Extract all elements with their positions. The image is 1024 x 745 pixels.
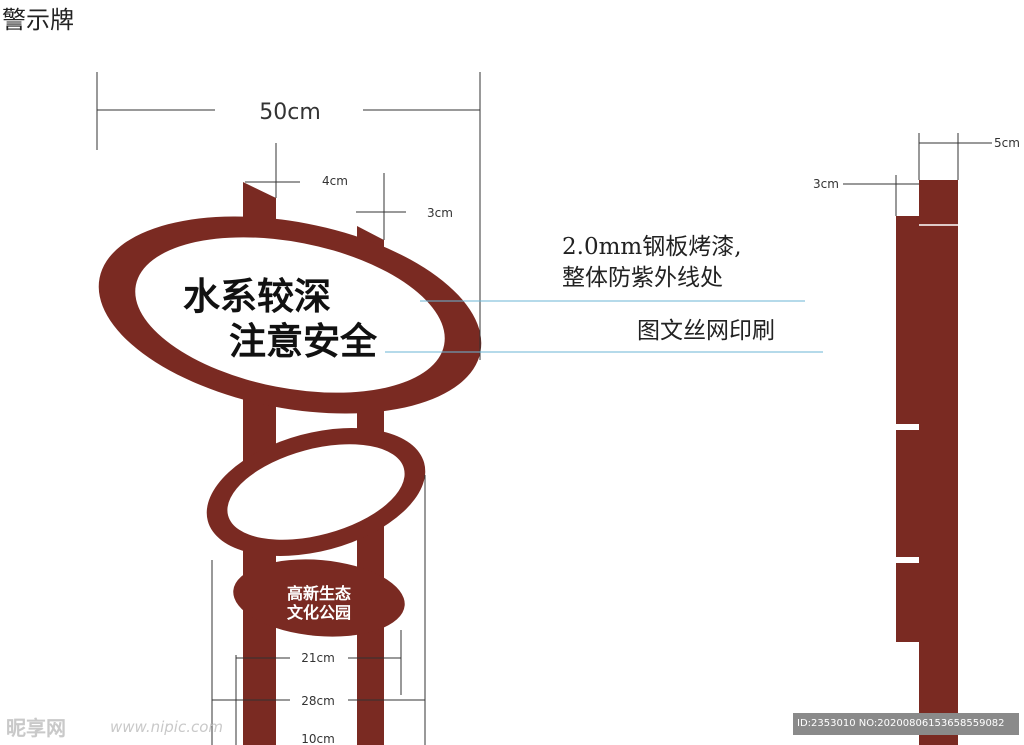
- side-main-post: [919, 180, 958, 745]
- page-title: 警示牌: [2, 6, 74, 34]
- side-panel-top: [896, 216, 919, 424]
- name-oval: [233, 559, 405, 637]
- side-dimension-lines: [843, 133, 992, 216]
- note-printing: 图文丝网印刷: [637, 318, 775, 344]
- note-material-1: 2.0mm钢板烤漆,: [562, 234, 742, 260]
- dim-side-panel: 3cm: [813, 177, 839, 191]
- side-panel-middle: [896, 430, 919, 557]
- side-panel-bottom: [896, 563, 919, 642]
- dim-post-right: 3cm: [427, 206, 453, 220]
- dim-post-left: 4cm: [322, 174, 348, 188]
- warning-line-2: 注意安全: [229, 320, 378, 363]
- park-name-line-2: 文化公园: [287, 603, 351, 622]
- middle-oval: [206, 428, 426, 556]
- dim-oval-mid: 28cm: [301, 694, 335, 708]
- watermark-id: ID:2353010 NO:20200806153658559082: [793, 713, 1019, 735]
- note-material-2: 整体防紫外线处: [562, 265, 723, 291]
- dim-oval-small: 21cm: [301, 651, 335, 665]
- dim-side-depth: 5cm: [994, 136, 1020, 150]
- watermark-url: www.nipic.com: [110, 718, 224, 736]
- warning-line-1: 水系较深: [183, 275, 331, 318]
- watermark-logo: 昵享网: [6, 716, 66, 740]
- park-name-line-1: 高新生态: [287, 584, 351, 603]
- main-oval: [98, 216, 482, 414]
- dim-total-width: 50cm: [259, 100, 321, 125]
- dimension-lines: [96, 72, 481, 745]
- dim-bottom: 10cm: [301, 732, 335, 745]
